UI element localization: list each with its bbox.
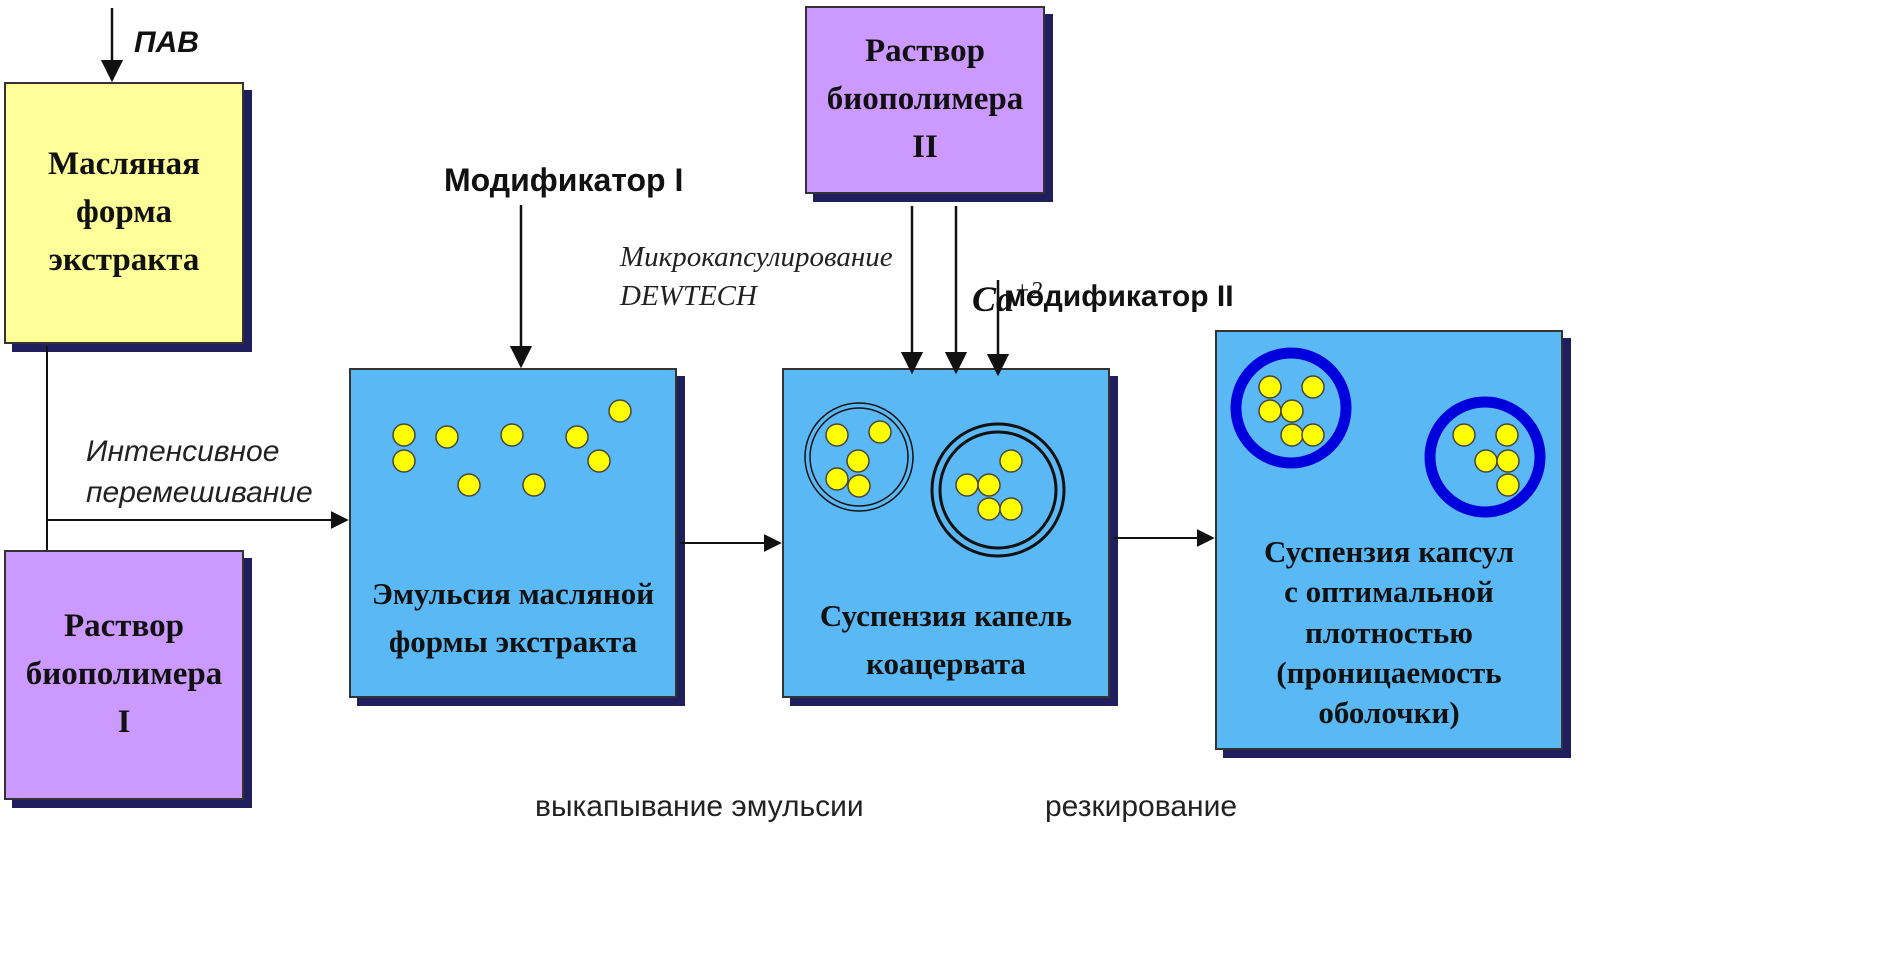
oil-extract-box: Масляная форма экстракта (4, 82, 244, 344)
coacervate-droplet-icon (804, 402, 914, 512)
particle-icon (1258, 375, 1282, 399)
particle-icon (587, 449, 611, 473)
particle-icon (457, 473, 481, 497)
particle-icon (846, 449, 870, 473)
particle-icon (608, 399, 632, 423)
particle-icon (955, 473, 979, 497)
particle-icon (1258, 399, 1282, 423)
particle-icon (1474, 449, 1498, 473)
coacervate-label: Суспензия капель коацервата (819, 598, 1073, 682)
particle-icon (1496, 449, 1520, 473)
surfactant-label: ПАВ (134, 26, 199, 59)
particle-icon (1452, 423, 1476, 447)
biopolymer-2-box: Раствор биополимера II (805, 6, 1045, 194)
particle-icon (825, 423, 849, 447)
particle-icon (999, 497, 1023, 521)
particle-icon (977, 473, 1001, 497)
microencapsulation-label: Микрокапсулирование DEWTECH (620, 241, 893, 313)
biopolymer-2-label: Раствор биополимера II (826, 33, 1024, 165)
particle-icon (977, 497, 1001, 521)
particle-icon (1280, 399, 1304, 423)
particle-icon (1495, 423, 1519, 447)
capsules-label: Суспензия капсул с оптимальной плотность… (1263, 534, 1515, 731)
emulsion-label: Эмульсия масляной формы экстракта (371, 576, 655, 660)
particle-icon (847, 474, 871, 498)
calcium-label: Ca+2 (972, 236, 1042, 320)
modifier-1-label: Модификатор I (444, 162, 684, 198)
biopolymer-1-box: Раствор биополимера I (4, 550, 244, 800)
capsule-icon (1230, 347, 1352, 469)
coacervate-droplet-icon (930, 422, 1066, 558)
modifier-2-label: модификатор II (1004, 280, 1234, 313)
particle-icon (522, 473, 546, 497)
particle-icon (500, 423, 524, 447)
bottom-left-caption: выкапывание эмульсии (535, 790, 864, 823)
particle-icon (1301, 375, 1325, 399)
particle-icon (1301, 423, 1325, 447)
emulsion-box: Эмульсия масляной формы экстракта (349, 368, 677, 698)
particle-icon (565, 425, 589, 449)
calcium-symbol: Ca (972, 279, 1015, 319)
particle-icon (392, 449, 416, 473)
particle-icon (868, 420, 892, 444)
oil-extract-label: Масляная форма экстракта (47, 146, 201, 278)
particle-icon (1280, 423, 1304, 447)
biopolymer-1-label: Раствор биополимера I (25, 608, 223, 740)
calcium-charge: +2 (1014, 278, 1043, 304)
capsule-icon (1424, 396, 1546, 518)
bottom-right-caption: резкирование (1045, 790, 1238, 823)
particle-icon (435, 425, 459, 449)
particle-icon (825, 467, 849, 491)
intensive-mixing-label: Интенсивное перемешивание (86, 435, 313, 509)
particle-icon (392, 423, 416, 447)
emulsion-particles (392, 399, 632, 497)
particle-icon (1496, 473, 1520, 497)
particle-icon (999, 449, 1023, 473)
